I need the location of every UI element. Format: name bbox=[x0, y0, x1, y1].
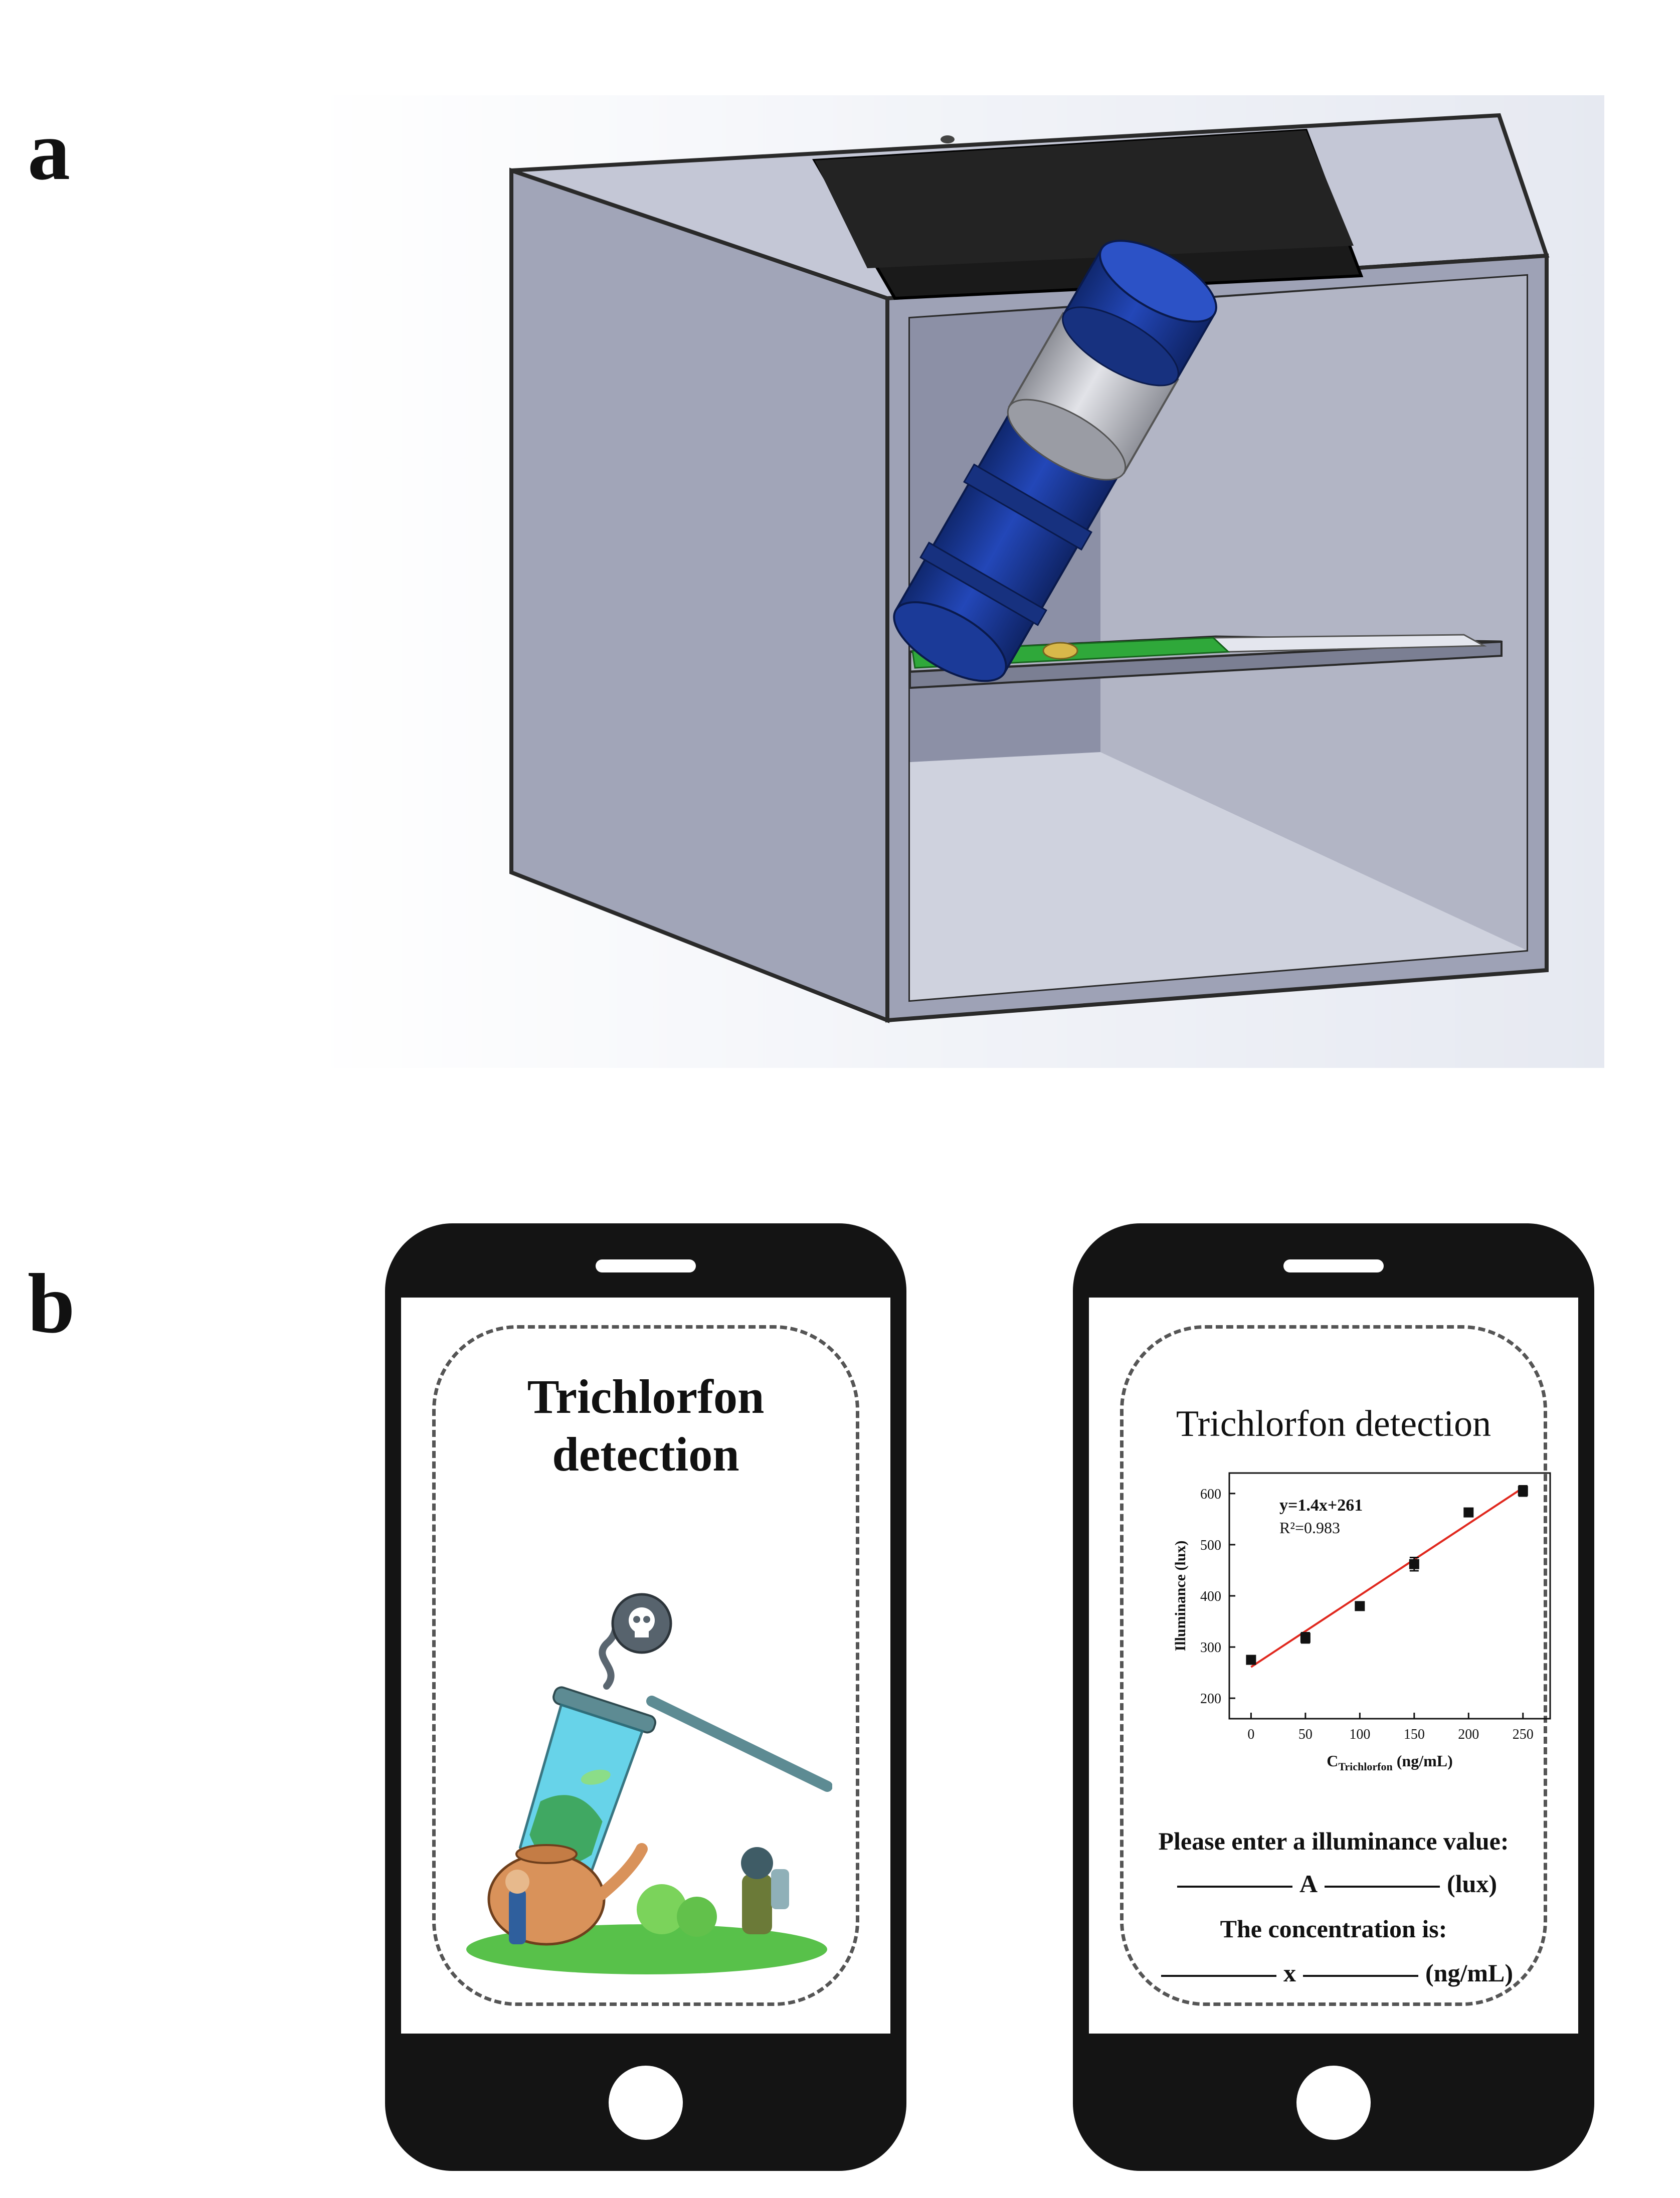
data-point bbox=[1300, 1632, 1311, 1643]
lamp-cap-edge bbox=[1062, 306, 1179, 387]
x-tick-label: 200 bbox=[1458, 1727, 1479, 1742]
dashed-frame bbox=[1120, 1325, 1547, 2006]
output-blank-left bbox=[1161, 1974, 1276, 1977]
illuminance-prompt: Please enter a illuminance value: bbox=[1158, 1827, 1509, 1855]
interior-floor bbox=[910, 752, 1527, 1000]
uv-lamp bbox=[893, 240, 1217, 682]
x-axis-label-main: C bbox=[1327, 1752, 1338, 1770]
teapot bbox=[487, 1853, 606, 1946]
fit-equation: y=1.4x+261 bbox=[1279, 1496, 1363, 1515]
x-axis-label-unit: (ng/mL) bbox=[1393, 1752, 1453, 1770]
lamp-ring-lower bbox=[919, 541, 1047, 626]
output-unit: (ng/mL) bbox=[1425, 1959, 1513, 1987]
farmer-head bbox=[505, 1870, 529, 1894]
x-tick-label: 250 bbox=[1513, 1727, 1534, 1742]
phone-splash: Trichlorfon detection bbox=[385, 1223, 906, 2171]
fit-r-squared: R²=0.983 bbox=[1279, 1519, 1340, 1537]
data-point bbox=[1463, 1507, 1474, 1518]
tree bbox=[637, 1884, 687, 1934]
concentration-output-row: x (ng/mL) bbox=[1089, 1958, 1578, 1987]
calibration-chart: 0 50 100 150 200 250 200 300 400 500 600 y=1.4x+261… bbox=[1172, 1472, 1551, 1773]
y-axis-label: Illuminance (lux) bbox=[1172, 1541, 1189, 1652]
box-left-face bbox=[509, 167, 889, 1023]
skull-eye-left bbox=[633, 1616, 640, 1623]
app-title: Trichlorfon detection bbox=[1176, 1403, 1491, 1444]
home-button[interactable] bbox=[1296, 2066, 1371, 2140]
y-tick-label: 300 bbox=[1200, 1640, 1221, 1656]
x-tick-label: 0 bbox=[1247, 1727, 1254, 1742]
phone-detection-app: Trichlorfon detection 0 50 100 150 200 250 200… bbox=[1073, 1223, 1594, 2171]
y-tick-label: 200 bbox=[1200, 1691, 1221, 1707]
home-button[interactable] bbox=[609, 2066, 683, 2140]
sprayer-figure bbox=[742, 1874, 772, 1934]
illuminance-input-row[interactable]: A (lux) bbox=[1089, 1869, 1578, 1898]
output-symbol: x bbox=[1283, 1959, 1296, 1987]
input-blank-left[interactable] bbox=[1177, 1885, 1292, 1888]
x-axis-label: CTrichlorfon (ng/mL) bbox=[1327, 1752, 1452, 1773]
sprayer-mask-head bbox=[741, 1847, 773, 1879]
skull-icon bbox=[629, 1607, 655, 1633]
x-tick-label: 150 bbox=[1404, 1727, 1425, 1742]
y-tick-label: 600 bbox=[1200, 1487, 1221, 1502]
splash-title-line2: detection bbox=[552, 1427, 739, 1482]
skull-jaw bbox=[635, 1629, 649, 1637]
dashed-frame bbox=[432, 1325, 859, 2006]
lamp-silver-edge bbox=[1007, 399, 1127, 481]
teapot-spout bbox=[596, 1843, 648, 1900]
pesticide-illustration bbox=[466, 1593, 832, 1974]
interior-right-wall bbox=[1100, 276, 1527, 950]
phone-screen: Trichlorfon detection 0 50 100 150 200 250 200… bbox=[1089, 1298, 1578, 2034]
detection-box-illustration bbox=[311, 95, 1604, 1068]
farmer-figure bbox=[509, 1889, 526, 1944]
data-point bbox=[1518, 1486, 1528, 1496]
shelf-front-edge bbox=[909, 640, 1503, 689]
data-point bbox=[1409, 1559, 1419, 1569]
panel-label-b: b bbox=[28, 1256, 75, 1351]
sprayer-tank bbox=[771, 1869, 789, 1909]
phone-on-top-face bbox=[815, 130, 1354, 268]
phone-screen: Trichlorfon detection bbox=[401, 1298, 890, 2034]
phone-speaker bbox=[596, 1259, 696, 1272]
tube-hinge-arm bbox=[646, 1696, 832, 1792]
x-tick-label: 50 bbox=[1298, 1727, 1313, 1742]
fit-line bbox=[1250, 1487, 1524, 1668]
x-axis-label-sub: Trichlorfon bbox=[1338, 1760, 1392, 1773]
teapot-lid bbox=[515, 1844, 578, 1864]
plot-frame bbox=[1228, 1472, 1551, 1720]
x-tick-label: 100 bbox=[1349, 1727, 1370, 1742]
test-strip-sample-dot bbox=[1042, 642, 1078, 660]
lamp-top-face bbox=[1099, 240, 1217, 323]
input-symbol: A bbox=[1299, 1870, 1318, 1898]
concentration-label: The concentration is: bbox=[1220, 1915, 1447, 1943]
splash-title-line1: Trichlorfon bbox=[527, 1370, 765, 1423]
tree bbox=[677, 1897, 717, 1937]
input-unit: (lux) bbox=[1447, 1870, 1498, 1898]
data-point bbox=[1246, 1655, 1256, 1665]
input-blank-right[interactable] bbox=[1325, 1885, 1440, 1888]
data-point bbox=[1355, 1601, 1365, 1611]
lamp-ring bbox=[963, 463, 1092, 551]
phone-camera-hole bbox=[941, 135, 955, 143]
tube-leaf-highlight bbox=[581, 1769, 611, 1785]
output-blank-right bbox=[1303, 1974, 1418, 1977]
y-tick-label: 400 bbox=[1200, 1589, 1221, 1604]
panel-label-a: a bbox=[28, 103, 70, 198]
splash-title: Trichlorfon detection bbox=[401, 1368, 890, 1483]
skull-eye-right bbox=[643, 1616, 650, 1623]
lamp-bottom-cap bbox=[893, 601, 1007, 682]
phone-speaker bbox=[1283, 1259, 1384, 1272]
y-tick-label: 500 bbox=[1200, 1538, 1221, 1553]
